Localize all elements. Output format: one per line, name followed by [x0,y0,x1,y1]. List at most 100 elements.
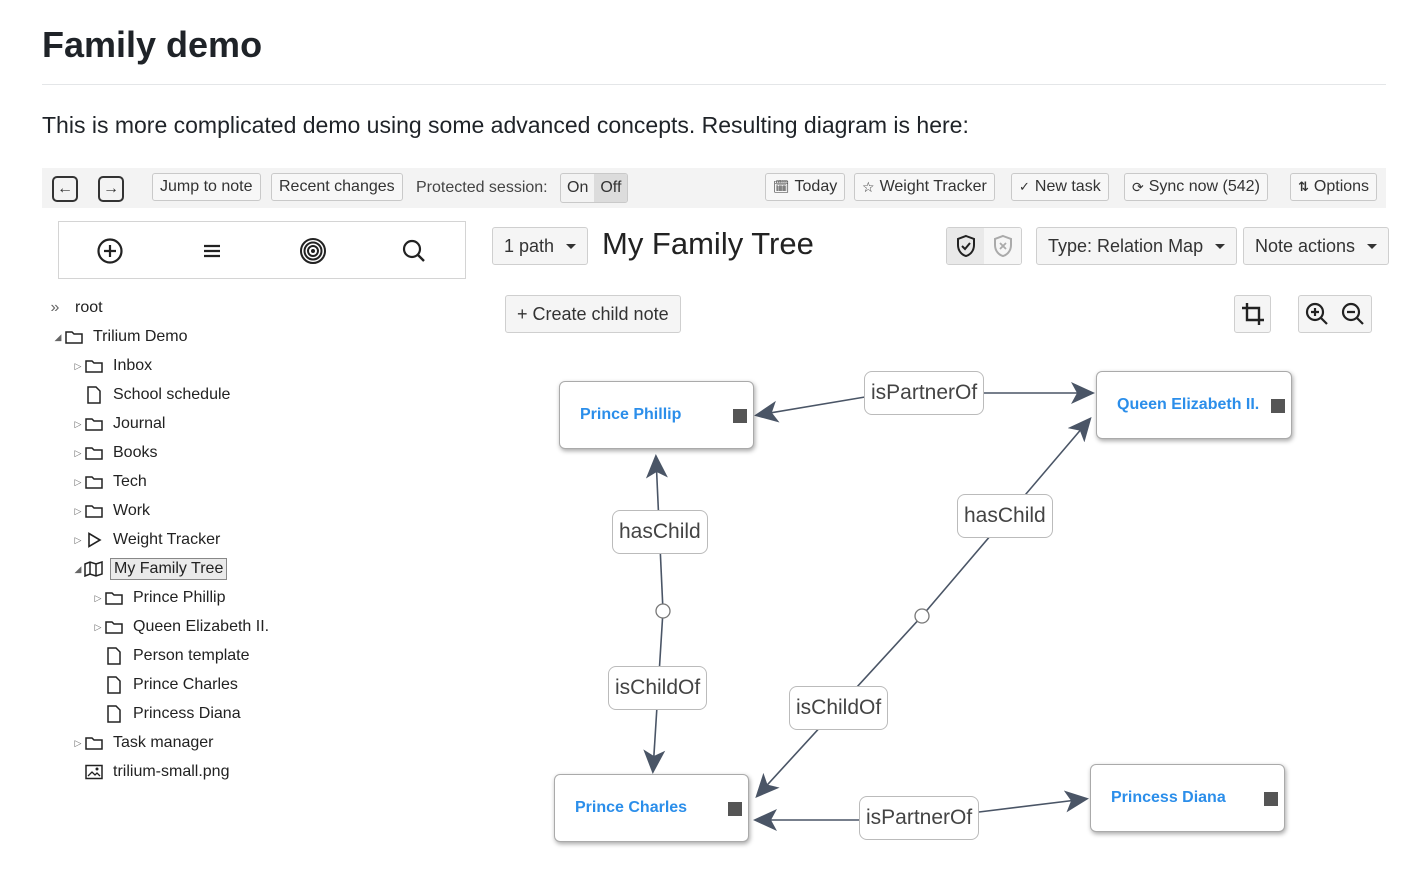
options-button[interactable]: ⇅ Options [1290,173,1378,201]
protect-note-button[interactable] [947,228,984,264]
tree-item-work[interactable]: ▷ Work [72,499,153,523]
tree-item-label: trilium-small.png [113,763,230,780]
app-screenshot: ← → Jump to note Recent changes Protecte… [42,168,1390,884]
tree-item-prince-phillip[interactable]: ▷ Prince Phillip [92,586,228,610]
collapsed-arrow-icon[interactable]: ▷ [74,505,82,516]
heading-divider [42,84,1386,85]
map-node-label: Queen Elizabeth II. [1117,396,1260,413]
protected-on-button[interactable]: On [567,179,589,196]
chevron-down-icon [1367,243,1378,249]
create-new-note-icon[interactable] [95,236,125,266]
collapse-tree-icon[interactable] [197,236,227,266]
tree-item-label: Inbox [113,357,153,374]
new-task-button[interactable]: ✓ New task [1011,173,1109,201]
collapsed-arrow-icon[interactable]: ▷ [74,737,82,748]
drag-handle-icon[interactable] [728,802,742,816]
tree-item-queen-elizabeth[interactable]: ▷ Queen Elizabeth II. [92,615,272,639]
sync-now-button[interactable]: ⟳ Sync now (542) [1124,173,1268,201]
tree-item-label: root [75,299,103,316]
tree-item-label: Queen Elizabeth II. [133,618,270,635]
tree-item-my-family-tree[interactable]: ◢ My Family Tree [72,557,228,581]
map-node-label: Prince Phillip [580,406,682,423]
weight-tracker-button[interactable]: ☆ Weight Tracker [854,173,995,201]
tree-item-prince-charles[interactable]: Prince Charles [92,673,241,697]
edge-partner-diana [978,790,1089,813]
map-node-label: Princess Diana [1111,789,1226,806]
expanded-arrow-icon[interactable]: ◢ [74,563,82,574]
zoom-out-button[interactable] [1335,296,1371,332]
relation-label-partner-2[interactable]: isPartnerOf [859,796,980,840]
folder-icon [84,444,104,462]
map-node-prince-charles[interactable]: Prince Charles [554,774,749,842]
tree-item-tech[interactable]: ▷ Tech [72,470,150,494]
play-icon [84,531,104,549]
reset-pan-zoom-button[interactable] [1234,295,1271,333]
tree-item-label: Journal [113,415,166,432]
tree-item-trilium-small-png[interactable]: trilium-small.png [72,760,232,784]
collapsed-arrow-icon[interactable]: ▷ [74,360,82,371]
check-icon: ✓ [1019,179,1030,194]
protected-off-button[interactable]: Off [594,174,628,202]
tree-item-label: Trilium Demo [93,328,188,345]
options-label: Options [1313,178,1370,195]
tree-item-school-schedule[interactable]: School schedule [72,383,233,407]
note-title[interactable]: My Family Tree [602,226,814,261]
tree-item-journal[interactable]: ▷ Journal [72,412,168,436]
note-icon [84,386,104,404]
tree-item-princess-diana[interactable]: Princess Diana [92,702,244,726]
collapsed-arrow-icon[interactable]: ▷ [74,534,82,545]
forward-icon[interactable]: → [98,176,124,202]
map-node-prince-phillip[interactable]: Prince Phillip [559,381,754,449]
relation-label-ischild-1[interactable]: isChildOf [608,666,708,710]
note-type-button[interactable]: Type: Relation Map [1036,227,1238,265]
note-paths-button[interactable]: 1 path [492,227,589,265]
tree-item-label: Weight Tracker [113,531,221,548]
jump-to-note-button[interactable]: Jump to note [152,173,261,201]
recent-changes-button[interactable]: Recent changes [271,173,403,201]
folder-icon [104,618,124,636]
collapsed-arrow-icon[interactable]: ▷ [74,418,82,429]
drag-handle-icon[interactable] [1264,792,1278,806]
collapsed-arrow-icon[interactable]: ▷ [74,476,82,487]
tree-item-person-template[interactable]: Person template [92,644,253,668]
collapsed-arrow-icon[interactable]: ▷ [94,592,102,603]
collapsed-arrow-icon[interactable]: ▷ [94,621,102,632]
crop-icon [1241,303,1264,325]
back-icon[interactable]: ← [52,176,78,202]
unprotect-note-button[interactable] [984,228,1021,264]
today-button[interactable]: 🗓 Today [765,173,846,201]
create-child-note-button[interactable]: + Create child note [505,295,681,333]
scroll-to-active-icon[interactable] [298,236,328,266]
folder-icon [84,473,104,491]
today-label: Today [794,178,838,195]
expanded-arrow-icon[interactable]: ◢ [54,331,62,342]
tree-item-task-manager[interactable]: ▷ Task manager [72,731,217,755]
map-node-princess-diana[interactable]: Princess Diana [1090,764,1285,832]
map-node-queen-elizabeth[interactable]: Queen Elizabeth II. [1096,371,1292,439]
tree-item-books[interactable]: ▷ Books [72,441,160,465]
tree-item-root[interactable]: » root [48,296,106,320]
top-toolbar: ← → Jump to note Recent changes Protecte… [42,168,1386,208]
search-icon[interactable] [399,236,429,266]
tree-item-label: Task manager [113,734,214,751]
relation-label-partner-1[interactable]: isPartnerOf [864,371,985,415]
tree-item-trilium-demo[interactable]: ◢ Trilium Demo [52,325,191,349]
relation-label-haschild-2[interactable]: hasChild [957,494,1053,538]
folder-icon [104,589,124,607]
relation-label-ischild-2[interactable]: isChildOf [789,686,889,730]
collapsed-arrow-icon[interactable]: ▷ [74,447,82,458]
edge-partner-phillip [754,396,866,423]
zoom-in-icon [1305,302,1328,325]
zoom-in-button[interactable] [1299,296,1335,332]
drag-handle-icon[interactable] [1271,399,1285,413]
relation-label-haschild-1[interactable]: hasChild [612,510,708,554]
tree-item-inbox[interactable]: ▷ Inbox [72,354,155,378]
zoom-controls [1298,295,1372,333]
edge-midpoint [914,608,930,624]
drag-handle-icon[interactable] [733,409,747,423]
tree-item-weight-tracker[interactable]: ▷ Weight Tracker [72,528,223,552]
edge-midpoint [655,603,671,619]
new-task-label: New task [1034,178,1101,195]
note-actions-button[interactable]: Note actions [1243,227,1390,265]
tree-item-label: Princess Diana [133,705,241,722]
